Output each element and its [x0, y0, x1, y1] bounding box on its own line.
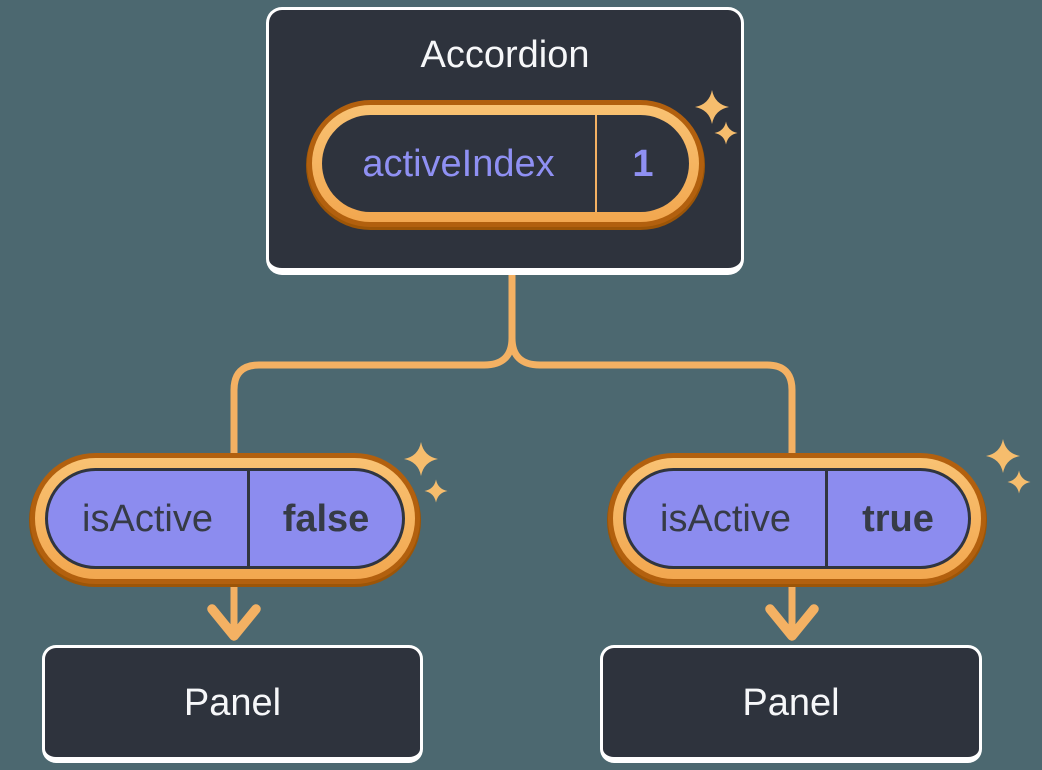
- prop-value: true: [862, 497, 934, 540]
- panel-box-left: Panel: [42, 645, 423, 763]
- arrowhead-right-icon: [765, 604, 819, 641]
- prop-value: false: [282, 497, 370, 540]
- sparkle-icon: [986, 439, 1020, 473]
- prop-pill-highlight-ring: isActive false: [35, 458, 415, 579]
- panel-title: Panel: [742, 681, 840, 724]
- sparkle-icon: [424, 479, 448, 503]
- prop-pill-isactive-true: isActive true: [608, 453, 986, 584]
- prop-pill-isactive-false: isActive false: [30, 453, 420, 584]
- prop-pill-core: isActive true: [623, 468, 971, 569]
- prop-pill-core: isActive false: [45, 468, 405, 569]
- prop-pill-divider: [825, 471, 828, 566]
- panel-title: Panel: [183, 681, 282, 724]
- sparkle-icon: [404, 442, 438, 476]
- prop-name: isActive: [82, 497, 213, 540]
- prop-pill-highlight-ring: isActive true: [613, 458, 981, 579]
- state-pill-highlight-ring: activeIndex 1: [312, 105, 699, 222]
- state-pill-activeindex: activeIndex 1: [307, 100, 704, 227]
- state-value: 1: [632, 142, 654, 185]
- state-pill-divider: [595, 115, 597, 212]
- panel-box-right: Panel: [600, 645, 982, 763]
- accordion-title: Accordion: [420, 34, 590, 76]
- sparkle-icon: [1007, 470, 1031, 494]
- state-name: activeIndex: [362, 142, 555, 185]
- arrowhead-left-icon: [207, 604, 261, 641]
- prop-name: isActive: [660, 497, 791, 540]
- state-pill-core: activeIndex 1: [322, 115, 689, 212]
